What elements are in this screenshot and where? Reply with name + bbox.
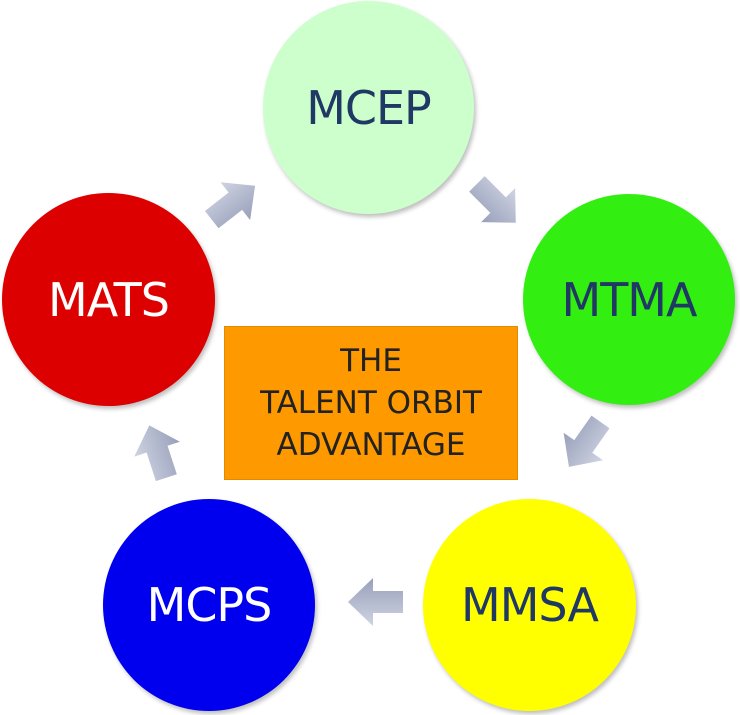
- center-title-box: THE TALENT ORBIT ADVANTAGE: [224, 326, 518, 480]
- center-title-line-2: TALENT ORBIT: [260, 385, 482, 421]
- node-mcep: MCEP: [263, 1, 474, 214]
- arrow-mtma-to-mmsa: [563, 415, 610, 467]
- arrow-mcps-to-mats: [134, 425, 180, 482]
- node-mats: MATS: [2, 193, 215, 406]
- node-mmsa-label: MMSA: [461, 578, 599, 632]
- node-mats-label: MATS: [48, 272, 170, 327]
- arrow-mcep-to-mtma: [469, 176, 516, 223]
- arrow-mats-to-mcep: [204, 182, 256, 229]
- node-mtma: MTMA: [523, 194, 735, 405]
- node-mmsa: MMSA: [423, 499, 636, 711]
- node-mcps-label: MCPS: [146, 578, 273, 632]
- node-mcep-label: MCEP: [306, 80, 432, 135]
- center-title-line-3: ADVANTAGE: [276, 427, 466, 463]
- node-mtma-label: MTMA: [561, 272, 698, 327]
- arrow-mmsa-to-mcps: [348, 578, 403, 626]
- center-title-line-1: THE: [340, 343, 402, 379]
- node-mcps: MCPS: [103, 499, 315, 711]
